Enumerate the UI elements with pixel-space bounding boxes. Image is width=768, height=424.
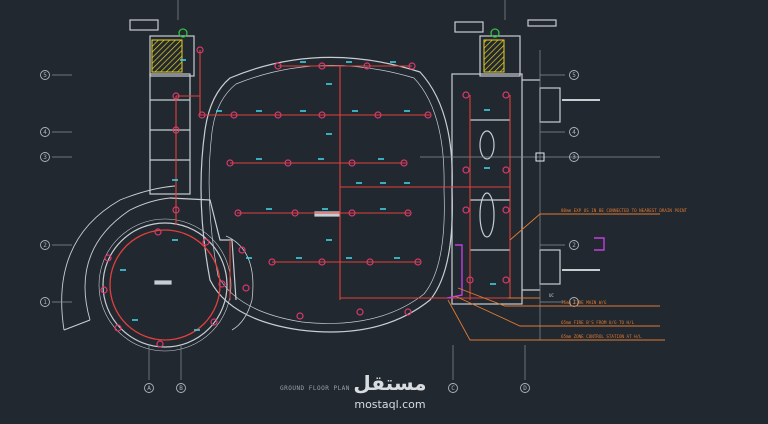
grid-label-row-3-right: 3	[572, 154, 576, 161]
riser-pipe	[446, 244, 463, 299]
crosshair-cursor	[535, 152, 545, 162]
note-drain: 80mm EXP OS IN BE CONNECTED TO NEAREST D…	[561, 208, 688, 213]
building-outline	[61, 19, 600, 352]
note-zone-control: 65mm ZONE CONTROL STATION AT H/L	[561, 334, 642, 339]
fire-pipe-network	[175, 50, 511, 300]
cyan-diffusers	[120, 59, 496, 331]
small-label: UC	[549, 293, 554, 298]
riser-detail	[594, 237, 605, 251]
grid-label-col-b: B	[179, 385, 183, 392]
annotation-leaders	[447, 213, 665, 341]
hatched-shaft-right	[483, 39, 505, 73]
sprinkler-heads	[100, 46, 510, 348]
grid-label-row-1-left: 1	[43, 299, 47, 306]
sprinkler-loop	[109, 229, 221, 341]
grid-label-row-1-right: 1	[572, 299, 576, 306]
grid-label-row-2-left: 2	[43, 242, 47, 249]
grid-label-col-d: D	[523, 385, 527, 392]
grid-label-row-3-left: 3	[43, 154, 47, 161]
grid-lines	[52, 0, 660, 380]
hatched-shaft-left	[151, 39, 183, 73]
note-fire-main: 75mm FIRE MAIN W/G	[561, 300, 607, 305]
watermark-arabic: مستقل	[353, 371, 426, 395]
grid-label-col-c: C	[451, 385, 455, 392]
grid-label-row-5-right: 5	[572, 72, 576, 79]
grid-label-col-a: A	[147, 385, 151, 392]
grid-bubbles	[40, 70, 579, 393]
valve-right	[490, 28, 500, 38]
valve-left	[178, 28, 188, 38]
grid-label-row-2-right: 2	[572, 242, 576, 249]
grid-label-row-4-right: 4	[572, 129, 576, 136]
drawing-title: GROUND FLOOR PLAN	[280, 385, 350, 392]
grid-label-row-4-left: 4	[43, 129, 47, 136]
grid-label-row-5-left: 5	[43, 72, 47, 79]
watermark-latin: mostaql.com	[354, 398, 425, 411]
note-fire-risers: 65mm FIRE B'S FROM U/G TO H/L	[561, 320, 635, 325]
